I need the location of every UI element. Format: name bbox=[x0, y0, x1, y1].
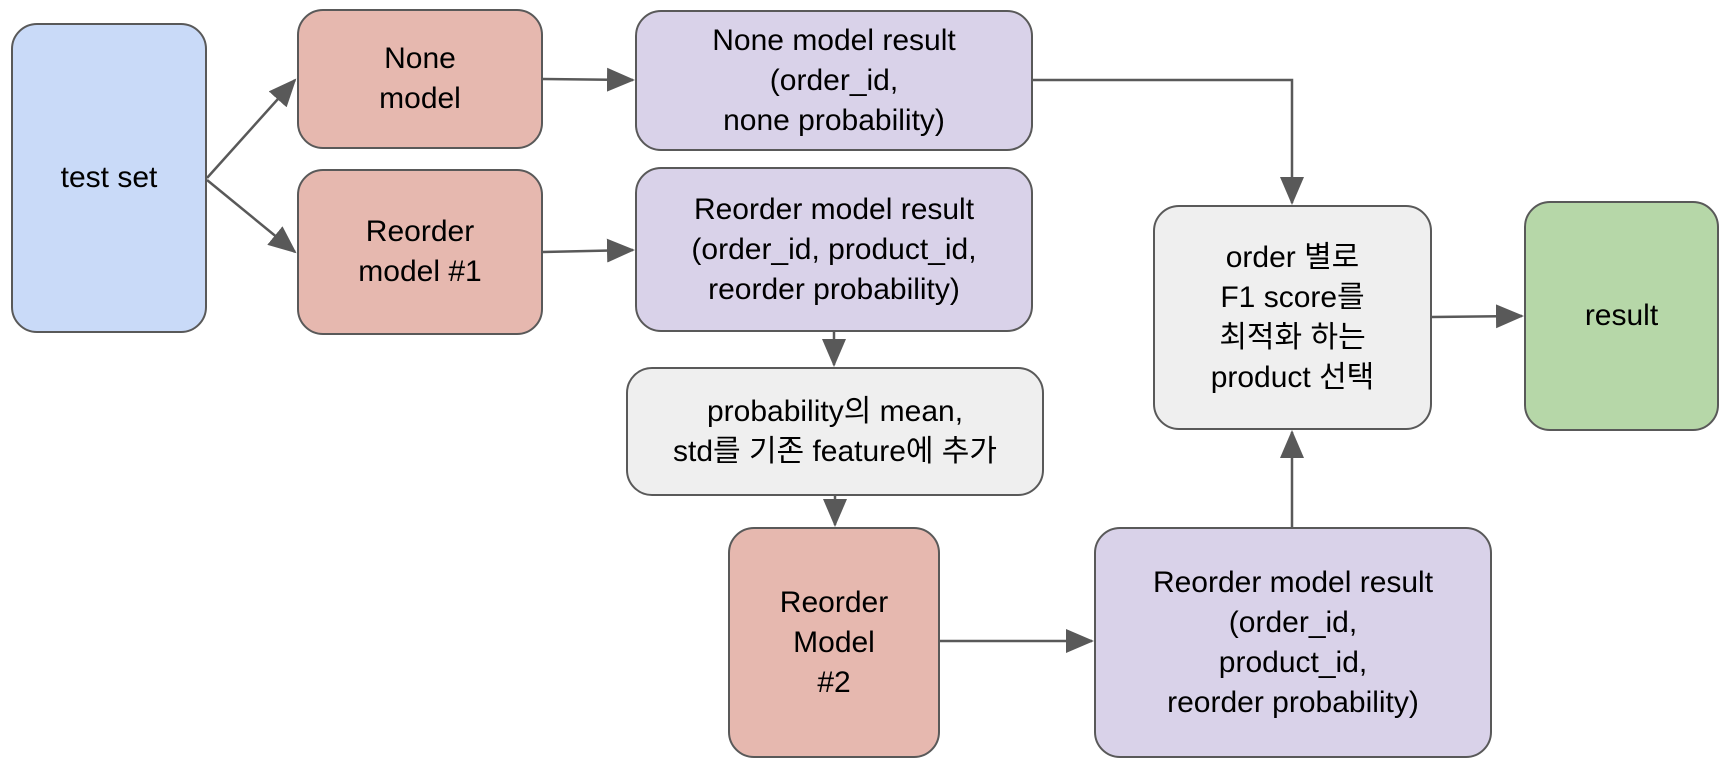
reorder-model-1-node: Reorder model #1 bbox=[297, 169, 543, 335]
arrow-reorder-model-1-to-result bbox=[542, 238, 635, 263]
none-model-result-node: None model result (order_id, none probab… bbox=[635, 10, 1033, 151]
probability-feature-node: probability의 mean, std를 기존 feature에 추가 bbox=[626, 367, 1044, 496]
reorder-model-2-node: Reorder Model #2 bbox=[728, 527, 940, 758]
reorder-model-result-1-node: Reorder model result (order_id, product_… bbox=[635, 167, 1033, 332]
arrow-test-to-none-model bbox=[206, 78, 297, 179]
result-node: result bbox=[1524, 201, 1719, 431]
arrow-order-select-to-result bbox=[1431, 304, 1524, 329]
arrow-test-to-reorder-model-1 bbox=[206, 179, 297, 254]
order-f1-select-node: order 별로 F1 score를 최적화 하는 product 선택 bbox=[1153, 205, 1432, 430]
none-model-node: None model bbox=[297, 9, 543, 149]
test-set-node: test set bbox=[11, 23, 207, 333]
arrow-none-result-to-order-select bbox=[1033, 78, 1304, 205]
arrow-none-model-to-result bbox=[542, 67, 635, 92]
reorder-model-result-2-node: Reorder model result (order_id, product_… bbox=[1094, 527, 1492, 758]
